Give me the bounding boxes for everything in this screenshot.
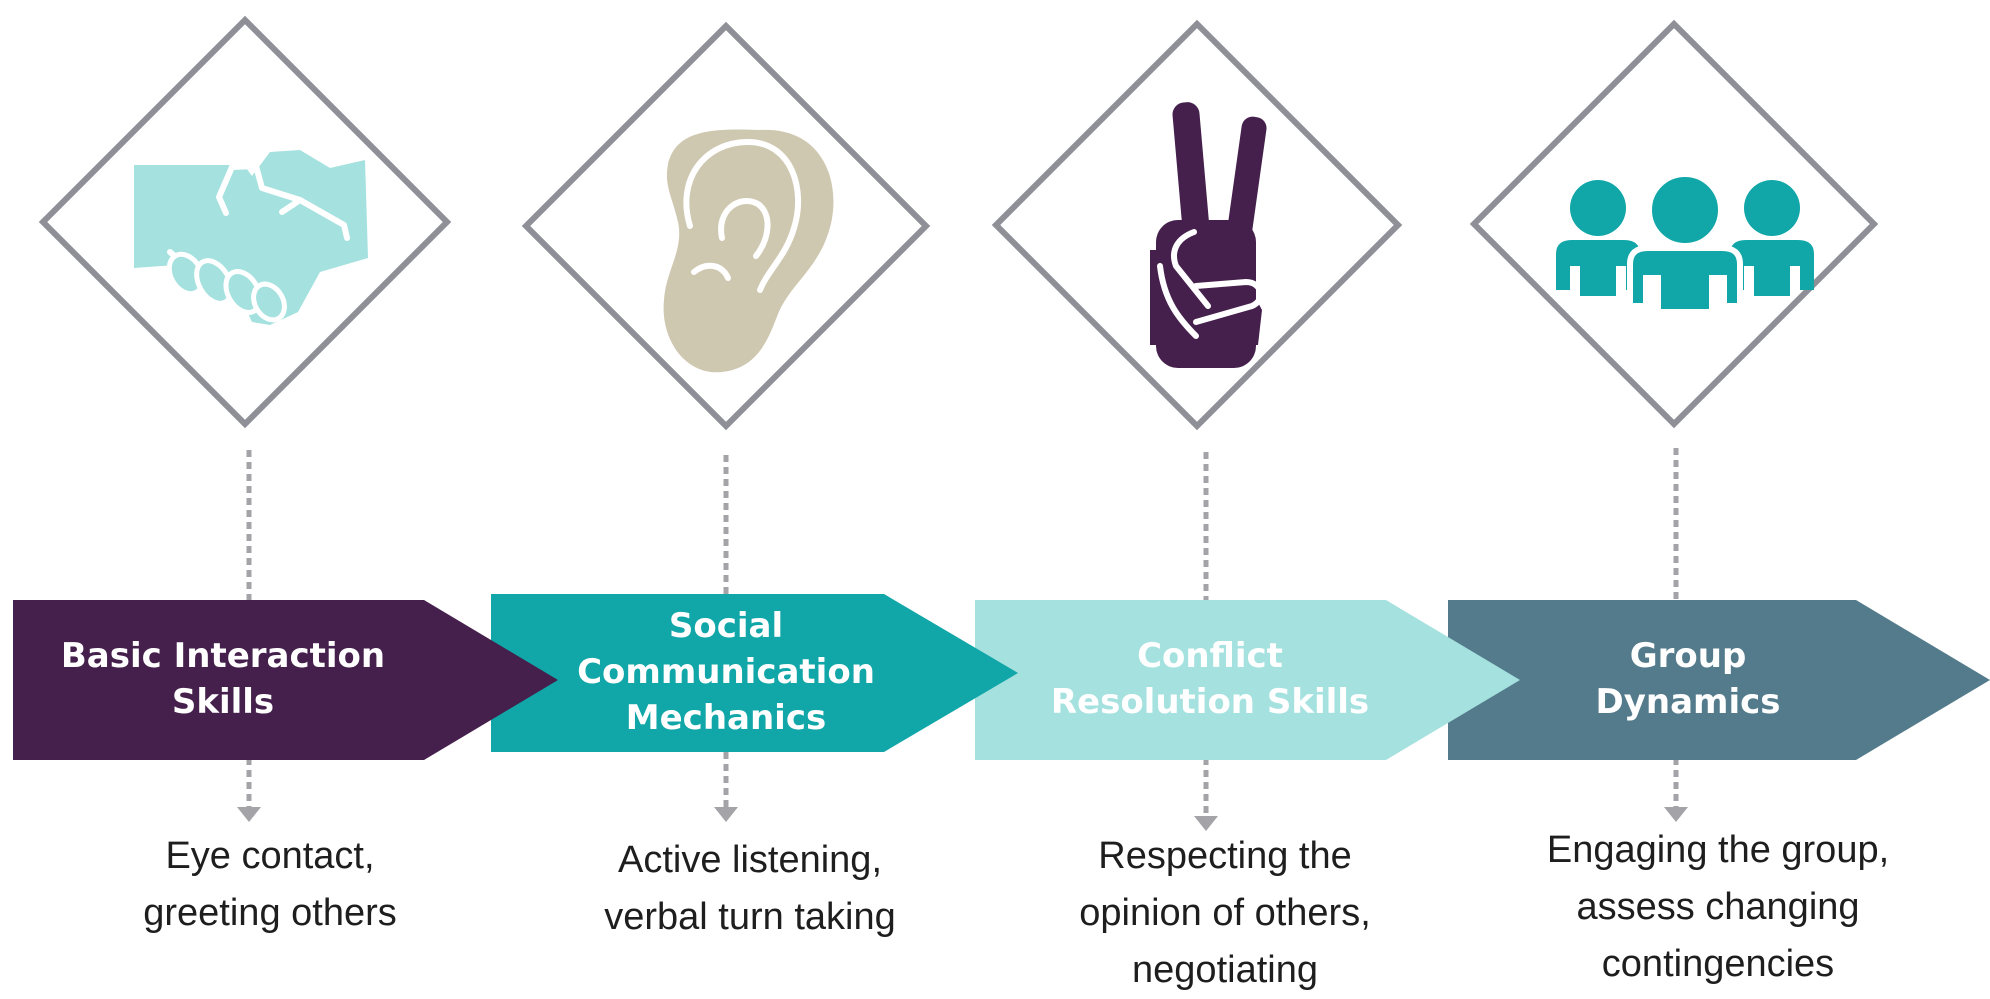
peace-hand-icon bbox=[1150, 102, 1267, 368]
step-title-conflict-resolution: Conflict Resolution Skills bbox=[1050, 636, 1370, 722]
arrowhead-3 bbox=[1194, 816, 1218, 831]
step-title-basic-interaction: Basic Interaction Skills bbox=[60, 636, 386, 722]
handshake-icon bbox=[134, 150, 368, 325]
chevron-4 bbox=[1448, 600, 1990, 760]
step-title-social-communication: Social Communication Mechanics bbox=[577, 606, 875, 738]
step-title-group-dynamics: Group Dynamics bbox=[1595, 636, 1781, 722]
step-description-social-communication: Active listening, verbal turn taking bbox=[604, 839, 896, 938]
chevron-3 bbox=[975, 600, 1520, 760]
arrowhead-2 bbox=[714, 807, 738, 822]
connector-arrowheads bbox=[237, 807, 1688, 831]
step-description-group-dynamics: Engaging the group, assess changing cont… bbox=[1546, 829, 1890, 985]
step-description-basic-interaction: Eye contact, greeting others bbox=[143, 835, 397, 934]
step-description-conflict-resolution: Respecting the opinion of others, negoti… bbox=[1079, 835, 1371, 991]
arrowhead-4 bbox=[1664, 807, 1688, 822]
chevron-1 bbox=[13, 600, 558, 760]
group-people-icon bbox=[1556, 171, 1814, 315]
ear-icon bbox=[663, 129, 834, 373]
chevron-2 bbox=[491, 594, 1018, 752]
connectors bbox=[246, 448, 1679, 817]
chevrons bbox=[13, 594, 1990, 760]
arrowhead-1 bbox=[237, 807, 261, 822]
